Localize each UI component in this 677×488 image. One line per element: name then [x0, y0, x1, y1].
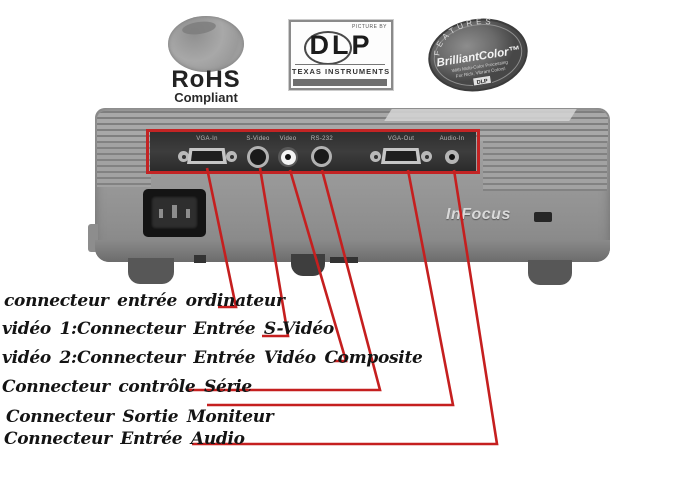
rohs-name: RoHS [171, 66, 241, 93]
audio-in-port [445, 150, 459, 164]
rohs-subtitle: Compliant [174, 90, 238, 105]
dlp-tagline: PICTURE BY [351, 24, 387, 30]
foot-left [128, 258, 174, 284]
brilliantcolor-badge-icon: FEATURES BrilliantColor™ With Multi-Colo… [428, 14, 528, 92]
vga-in-port [187, 148, 227, 164]
dlp-company: TEXAS INSTRUMENTS [291, 67, 391, 76]
port-label-rs-232: RS-232 [310, 136, 334, 142]
dlp-name: DLP [309, 30, 373, 60]
power-inlet-icon [143, 189, 206, 237]
bottom-tab [194, 255, 206, 263]
infocus-logo: InFocus [446, 206, 511, 223]
mini-dlp-box [471, 74, 493, 87]
lock-slot [534, 212, 552, 222]
power-pin [172, 205, 177, 218]
callout-serial-control: Connecteur contrôle Série [2, 377, 252, 397]
power-pin [159, 209, 163, 218]
vent-slats-right [483, 141, 607, 191]
dlp-footer-bar [293, 79, 387, 86]
callout-monitor-output: Connecteur Sortie Moniteur [6, 407, 274, 427]
port-label-s-video: S-Video [246, 136, 270, 142]
port-label-video: Video [279, 136, 297, 142]
screw-post-icon [370, 151, 381, 162]
side-step [88, 224, 98, 252]
composite-video-pin [285, 154, 291, 160]
port-label-audio-in: Audio-In [439, 136, 465, 142]
callout-computer-input: connecteur entrée ordinateur [4, 291, 285, 311]
power-pin [186, 209, 190, 218]
foot-center [291, 254, 325, 276]
screw-post-icon [226, 151, 237, 162]
port-label-vga-out: VGA-Out [387, 136, 415, 142]
rs-232-port [311, 146, 332, 167]
screw-post-icon [421, 151, 432, 162]
globe-icon [168, 16, 244, 72]
dlp-logo: PICTURE BY DLP TEXAS INSTRUMENTS [289, 20, 393, 90]
s-video-port [247, 146, 269, 168]
mini-dlp-text: DLP [476, 78, 488, 86]
callout-s-video-input: vidéo 1:Connecteur Entrée S-Vidéo [2, 319, 334, 339]
callout-composite-video-input: vidéo 2:Connecteur Entrée Vidéo Composit… [2, 348, 423, 368]
bottom-tab [330, 257, 358, 263]
rohs-logo: RoHS Compliant [156, 12, 256, 105]
foot-right [528, 260, 572, 285]
vent-slats-left [97, 141, 151, 187]
screw-post-icon [178, 151, 189, 162]
divider [295, 64, 385, 65]
lid-highlight [384, 109, 577, 121]
callout-audio-input: Connecteur Entrée Audio [4, 429, 245, 449]
vga-out-port [381, 148, 421, 164]
port-label-vga-in: VGA-In [196, 136, 218, 142]
